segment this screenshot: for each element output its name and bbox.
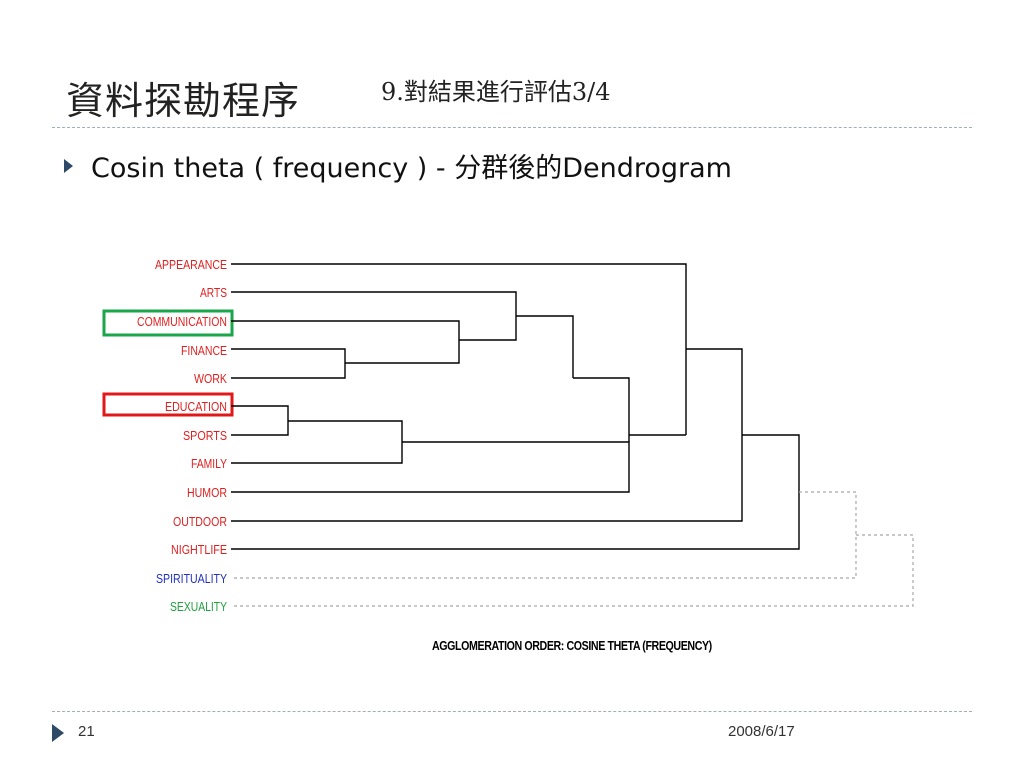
branch-sexuality-join [231,534,914,607]
branch-core-join [573,377,630,442]
slide-title: 資料探勘程序 [66,79,301,123]
leaf-label-sexuality: SEXUALITY [170,599,227,614]
highlight-box-education [102,392,234,417]
page-number: 21 [78,723,95,740]
leaf-label-education: EDUCATION [165,399,227,414]
branch-family-group-join [231,441,630,493]
branch-education-sports [231,405,289,436]
leaf-label-spirituality: SPIRITUALITY [156,571,227,586]
branch-finance [231,348,346,379]
leaf-label-outdoor: OUTDOOR [173,514,227,529]
branch-edsp-family-join [231,420,403,464]
title-divider [52,127,972,128]
footer-arrow-icon [52,724,64,742]
dendrogram-dashed-branches [231,491,914,607]
leaf-label-arts: ARTS [200,285,227,300]
leaf-label-finance: FINANCE [181,343,227,358]
slide-date: 2008/6/17 [728,723,795,740]
branch-finance-work-join [345,340,460,364]
leaf-label-work: WORK [194,371,227,386]
leaf-label-nightlife: NIGHTLIFE [171,542,227,557]
branch-arts [231,291,517,316]
branch-appearance [231,263,687,435]
branch-spirituality-join [231,491,857,579]
leaf-label-appearance: APPEARANCE [155,257,227,272]
slide-subtitle: 9.對結果進行評估3/4 [381,78,611,106]
dendrogram-caption: AGGLOMERATION ORDER: COSINE THETA (FREQU… [432,638,712,653]
bullet-text: Cosin theta ( frequency ) - 分群後的Dendrogr… [91,153,732,184]
leaf-label-humor: HUMOR [187,485,227,500]
leaf-label-sports: SPORTS [183,428,227,443]
branch-arts-group-join [516,315,574,378]
branch-comm-group-join [459,316,517,341]
leaf-label-family: FAMILY [191,456,227,471]
branch-communication [231,320,460,340]
footer-divider [52,711,972,712]
bullet-item: Cosin theta ( frequency ) - 分群後的Dendrogr… [64,146,732,185]
dendrogram-solid-branches [231,263,800,550]
bullet-arrow-icon [64,158,73,173]
leaf-label-communication: COMMUNICATION [137,314,227,329]
highlight-box-communication [102,309,234,337]
